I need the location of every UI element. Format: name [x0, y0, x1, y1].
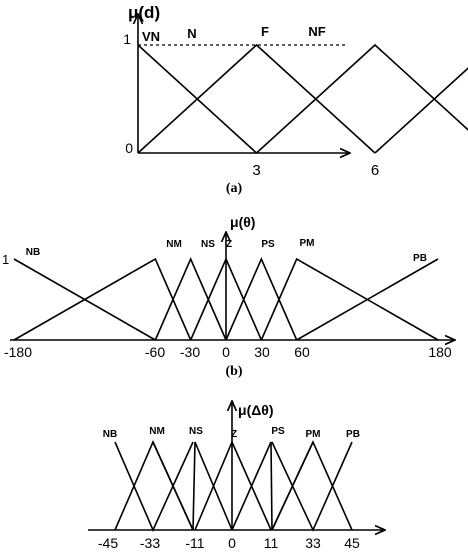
- panel-c-y-label: μ(Δθ): [238, 402, 274, 418]
- panel-b-series-label: PM: [300, 238, 315, 249]
- panel-a-x-tick-label: 6: [371, 162, 379, 179]
- panel-b-mf-pm: [260, 257, 439, 341]
- panel-a-y-label: μ(d): [128, 3, 160, 22]
- panel-a-y-tick-label: 1: [123, 31, 131, 47]
- panel-b-series-label: NB: [26, 247, 40, 258]
- panel-b-mf-ns: [154, 256, 227, 341]
- panel-b-x-tick-label: -60: [145, 344, 165, 360]
- panel-c-series-label: NS: [189, 426, 203, 437]
- panel-a-mf-nf: [374, 67, 468, 154]
- panel-b-mf-z: [189, 256, 263, 341]
- panel-c-series-label: Z: [231, 429, 237, 440]
- panel-b-x-tick-label: -180: [4, 344, 32, 360]
- panel-a-mf-f: [255, 43, 468, 154]
- panel-c-series-label: PM: [306, 429, 321, 440]
- panel-a-series-label: N: [187, 26, 196, 41]
- panel-a-series-label: NF: [308, 24, 325, 39]
- panel-b-series-label: NM: [166, 239, 182, 250]
- panel-a-mf-n: [137, 43, 376, 154]
- panel-c-mf-pb: [271, 441, 353, 532]
- panel-b-series-label: Z: [226, 239, 232, 250]
- panel-b-mf-ps: [225, 256, 298, 341]
- panel-b-y-tick-label: 1: [2, 252, 9, 267]
- panel-b-x-tick-label: 60: [294, 344, 310, 360]
- panel-c-series-label: PB: [346, 429, 360, 440]
- panel-c-x-tick-label: -45: [98, 535, 118, 551]
- panel-b-series-label: PS: [261, 239, 275, 250]
- panel-a-series-label: VN: [142, 29, 160, 44]
- panel-a-y-tick-label: 0: [125, 140, 133, 156]
- panel-b-caption: (b): [225, 364, 242, 379]
- panel-c-x-tick-label: 0: [228, 535, 236, 551]
- panel-c-mf-z: [194, 439, 272, 531]
- panel-a-series-label: F: [261, 24, 269, 39]
- panel-b-mf-pb: [296, 258, 439, 341]
- panel-c-mf-ps: [231, 441, 314, 531]
- panel-c-mf-nm: [114, 440, 194, 531]
- panel-c-x-tick-label: -11: [185, 535, 204, 551]
- panel-c-x-tick-label: 45: [344, 535, 360, 551]
- panel-c-series-label: NM: [149, 426, 165, 437]
- panel-b-mf-nm: [13, 257, 192, 341]
- panel-a-x-tick-label: 3: [252, 162, 260, 179]
- panel-c-angle-change: μ(Δθ) -45 -33 -11 0 11 33 45 NB NM NS Z PS PM PB: [88, 401, 385, 551]
- panel-c-x-tick-label: 11: [264, 535, 279, 551]
- panel-c-x-tick-label: -33: [140, 535, 160, 551]
- panel-c-mf-ns: [152, 441, 233, 531]
- panel-c-mf-pm: [271, 440, 353, 531]
- panel-a-distance: μ(d)10369VNNFNF(a): [123, 3, 468, 196]
- panel-b-x-tick-label: 180: [428, 344, 452, 360]
- panel-b-x-tick-label: -30: [180, 344, 200, 360]
- panel-b-series-label: NS: [201, 239, 215, 250]
- panel-c-x-tick-label: 33: [305, 535, 321, 551]
- panel-b-angle: μ(θ) 1 -180 -60 -30 0 30 60 180 NB NM NS Z PS PM PB (b): [2, 214, 455, 379]
- panel-c-mf-nb: [114, 441, 194, 532]
- panel-b-series-label: PB: [413, 253, 427, 264]
- panel-c-series-label: NB: [103, 429, 117, 440]
- panel-b-x-tick-label: 30: [254, 344, 270, 360]
- panel-b-x-tick-label: 0: [222, 344, 230, 360]
- panel-b-y-label: μ(θ): [230, 214, 255, 230]
- panel-c-series-label: PS: [271, 426, 285, 437]
- panel-a-caption: (a): [226, 181, 243, 196]
